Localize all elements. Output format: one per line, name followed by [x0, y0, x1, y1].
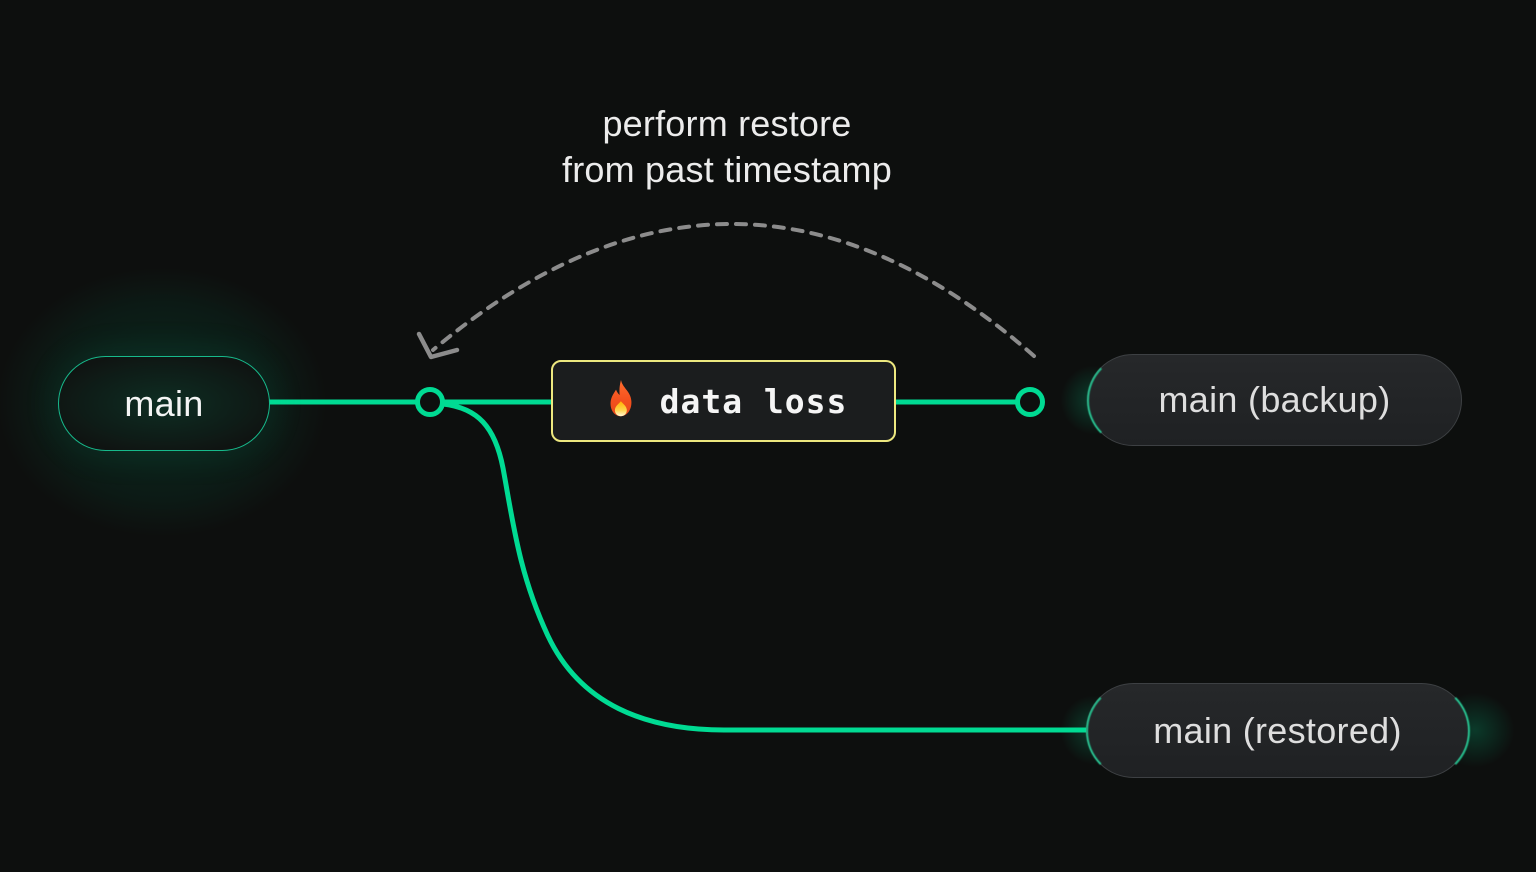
restored-branch-edge — [440, 401, 1091, 733]
fire-icon — [610, 380, 632, 417]
node-main: main — [58, 356, 270, 451]
node-main-label: main — [124, 382, 204, 424]
data-loss-event-box: data loss — [551, 360, 896, 442]
node-main-backup-label: main (backup) — [1158, 379, 1391, 420]
data-loss-label: data loss — [659, 381, 848, 421]
backup-point-node — [1015, 387, 1045, 417]
annotation-line-2: from past timestamp — [562, 149, 892, 190]
branch-point-node — [415, 387, 445, 417]
annotation-line-1: perform restore — [602, 103, 852, 144]
node-main-backup: main (backup) — [1086, 353, 1462, 447]
restore-arc-arrowhead-icon — [416, 331, 460, 360]
restore-annotation: perform restore from past timestamp — [562, 101, 892, 193]
node-main-restored: main (restored) — [1085, 682, 1470, 779]
restore-arc — [431, 222, 1036, 358]
node-main-restored-label: main (restored) — [1153, 709, 1402, 751]
